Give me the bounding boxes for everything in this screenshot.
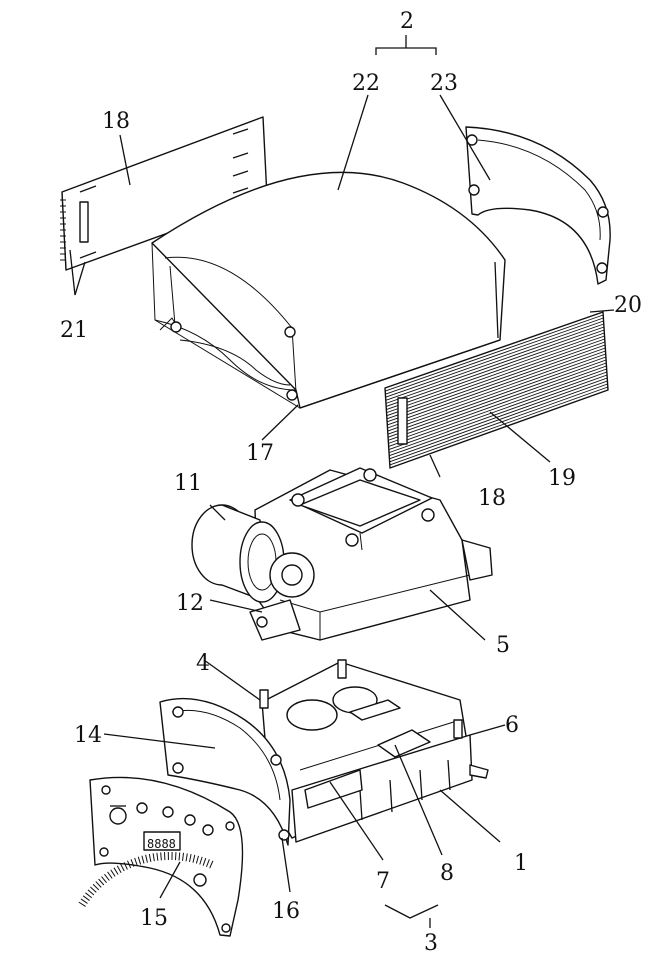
heat-sink-fin — [387, 347, 606, 426]
panel-scale-tick — [152, 853, 155, 862]
label-2: 2 — [400, 9, 414, 34]
label-20: 20 — [614, 293, 642, 318]
panel-scale-tick — [185, 853, 188, 862]
panel-scale-tick — [199, 856, 203, 865]
part-8-circuit-module — [349, 699, 431, 758]
panel-scale-tick — [127, 860, 132, 869]
label-23: 23 — [430, 71, 458, 96]
panel-scale-tick — [98, 878, 105, 886]
panel-scale-tick — [113, 867, 119, 875]
heat-sink-fin — [386, 332, 605, 410]
heat-sink-fin — [386, 338, 605, 417]
heat-sink-fin — [386, 335, 605, 414]
label-18-top: 18 — [102, 109, 130, 134]
heat-sink-fin — [389, 383, 608, 463]
heat-sink-fin — [387, 356, 607, 435]
label-3: 3 — [424, 931, 438, 956]
panel-scale-tick — [134, 857, 138, 866]
part-22-housing-cover — [151, 171, 506, 409]
part-5-gearbox-assembly — [254, 467, 493, 641]
part-1-base-housing — [261, 661, 489, 843]
label-11: 11 — [174, 471, 202, 496]
heat-sink-fin — [385, 314, 604, 392]
panel-scale-tick — [156, 852, 159, 861]
panel-scale-tick — [130, 859, 135, 867]
heat-sink-fin — [385, 323, 604, 401]
label-14: 14 — [74, 723, 102, 748]
heat-sink-fin — [389, 377, 608, 457]
label-7: 7 — [376, 869, 390, 894]
leader-lines — [69, 35, 615, 928]
part-15-control-panel: 8888 — [78, 776, 244, 937]
part-7-internal-component — [304, 769, 363, 809]
panel-digit-display: 8888 — [147, 837, 176, 851]
heat-sink-fin — [386, 329, 605, 407]
heat-sink-fin — [385, 326, 605, 404]
panel-scale-tick — [209, 860, 214, 869]
panel-scale-tick — [141, 855, 145, 864]
label-1: 1 — [514, 851, 528, 876]
label-22: 22 — [352, 71, 380, 96]
heat-sink-fin — [389, 386, 608, 466]
panel-scale-tick — [80, 898, 88, 904]
label-4: 4 — [196, 651, 210, 676]
panel-scale-tick — [205, 859, 210, 868]
panel-scale-tick — [189, 853, 192, 863]
part-12-gear — [249, 552, 315, 641]
heat-sink-fin — [388, 362, 607, 441]
part-19-heat-sink-panel — [384, 311, 609, 469]
label-18-right: 18 — [478, 486, 506, 511]
panel-scale-tick — [82, 895, 90, 901]
heat-sink-fin — [387, 353, 606, 432]
panel-scale-tick — [195, 855, 199, 864]
heat-sink-fin — [385, 317, 604, 395]
panel-scale-tick — [87, 889, 95, 896]
label-8: 8 — [440, 861, 454, 886]
heat-sink-fin — [388, 365, 607, 444]
panel-scale-tick — [101, 876, 107, 884]
part-18-circuit-board — [60, 116, 268, 271]
panel-scale-tick — [92, 883, 100, 891]
panel-scale-tick — [104, 873, 110, 881]
panel-scale-tick — [182, 852, 185, 861]
panel-scale-tick — [78, 901, 86, 907]
heat-sink-fin — [388, 368, 607, 447]
label-12: 12 — [176, 591, 204, 616]
panel-scale-tick — [123, 862, 128, 870]
panel-scale-tick — [110, 869, 116, 877]
label-5: 5 — [496, 633, 510, 658]
panel-scale-tick — [178, 852, 181, 861]
panel-scale-tick — [137, 856, 142, 865]
panel-scale-tick — [90, 886, 97, 893]
label-17: 17 — [246, 441, 274, 466]
label-6: 6 — [505, 713, 519, 738]
panel-scale-tick — [116, 865, 122, 873]
heat-sink-fin — [388, 371, 607, 450]
panel-scale-tick — [202, 857, 207, 866]
panel-scale-tick — [145, 854, 148, 863]
panel-scale-tick — [85, 892, 93, 899]
heat-sink-fin — [385, 320, 604, 398]
label-21: 21 — [60, 318, 88, 343]
panel-scale-tick — [148, 853, 152, 862]
panel-scale-tick — [120, 863, 125, 872]
label-15: 15 — [140, 906, 168, 931]
heat-sink-fin — [386, 341, 606, 420]
panel-scale-tick — [192, 854, 196, 863]
panel-scale-tick — [160, 852, 162, 861]
heat-sink-fin — [386, 344, 606, 423]
heat-sink-fin — [388, 374, 608, 454]
panel-scale-tick — [107, 871, 113, 879]
part-4-mounting-frame — [259, 659, 463, 739]
panel-scale-tick — [95, 881, 102, 888]
label-16: 16 — [272, 899, 300, 924]
heat-sink-fin — [387, 359, 607, 438]
heat-sink-fin — [387, 350, 606, 429]
part-14-end-cap — [159, 697, 291, 846]
heat-sink-fin — [389, 380, 608, 460]
label-19: 19 — [548, 466, 576, 491]
part-number-labels: 2 22 23 18 21 20 17 18 19 11 12 5 4 6 14… — [60, 9, 642, 956]
